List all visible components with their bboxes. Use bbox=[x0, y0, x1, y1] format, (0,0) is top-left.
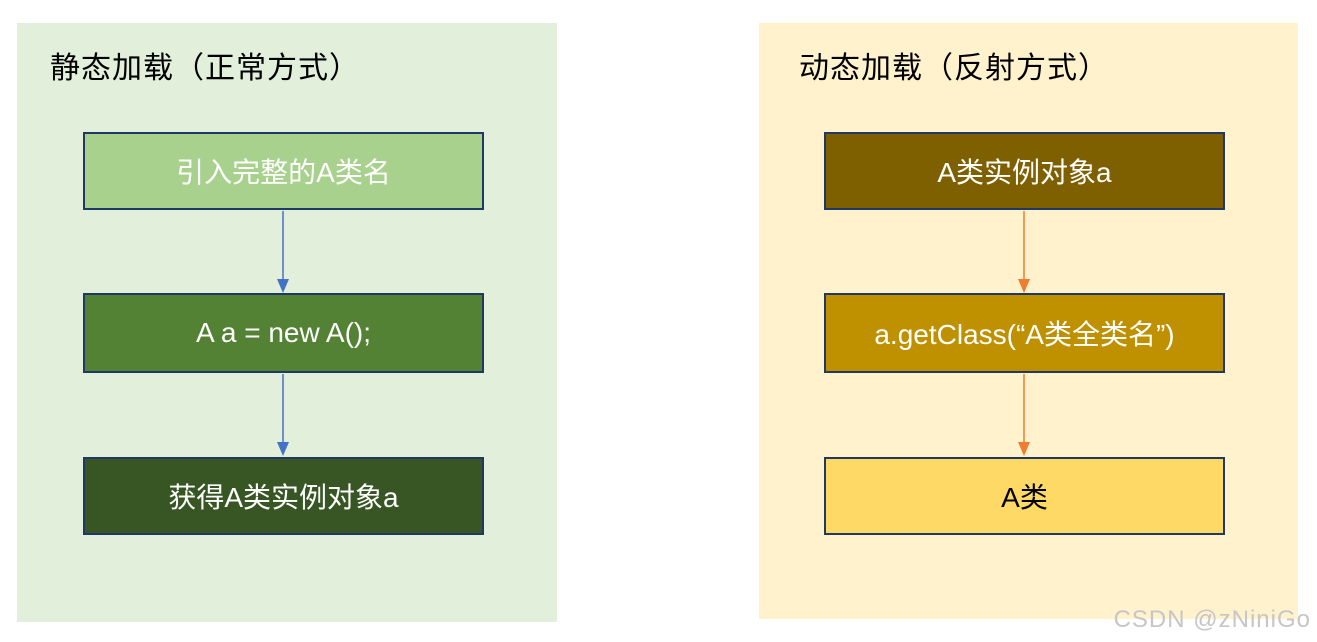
dynamic-loading-panel: 动态加载（反射方式） A类实例对象a a.getClass(“A类全类名”) A… bbox=[759, 23, 1298, 619]
flow-node-label: a.getClass(“A类全类名”) bbox=[874, 319, 1175, 350]
down-arrow-icon bbox=[277, 211, 289, 293]
static-loading-title: 静态加载（正常方式） bbox=[50, 52, 360, 85]
flow-node-label: 获得A类实例对象a bbox=[168, 482, 399, 513]
flow-node-label: A类实例对象a bbox=[937, 157, 1112, 188]
flow-node-label: A a = new A(); bbox=[195, 317, 372, 348]
flow-node-instance-object: A类实例对象a bbox=[824, 132, 1225, 210]
flow-node-class-a: A类 bbox=[824, 457, 1225, 535]
flow-node-label: A类 bbox=[1001, 482, 1048, 513]
static-loading-panel: 静态加载（正常方式） 引入完整的A类名 A a = new A(); 获得A类实… bbox=[17, 23, 557, 622]
dynamic-loading-title: 动态加载（反射方式） bbox=[799, 52, 1109, 85]
flow-node-new-instance: A a = new A(); bbox=[83, 293, 484, 373]
flow-node-get-instance: 获得A类实例对象a bbox=[83, 457, 484, 535]
csdn-watermark: CSDN @zNiniGo bbox=[1113, 606, 1311, 633]
down-arrow-icon bbox=[1018, 374, 1030, 456]
flow-node-getclass-call: a.getClass(“A类全类名”) bbox=[824, 293, 1225, 373]
flow-node-import-class-name: 引入完整的A类名 bbox=[83, 132, 484, 210]
down-arrow-icon bbox=[1018, 211, 1030, 293]
down-arrow-icon bbox=[277, 374, 289, 456]
flow-node-label: 引入完整的A类名 bbox=[176, 157, 391, 188]
